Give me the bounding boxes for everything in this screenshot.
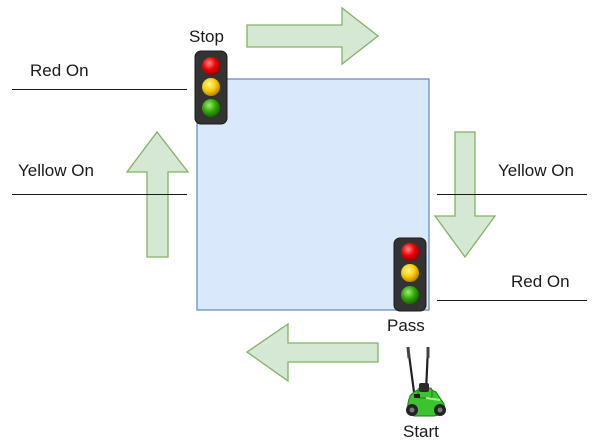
yellow-on-left-line	[12, 194, 187, 195]
yellow-light	[401, 264, 419, 282]
stop-label: Stop	[189, 27, 224, 46]
yellow-light	[202, 78, 220, 96]
stop-traffic-light	[194, 50, 228, 125]
yellow-on-left-label: Yellow On	[18, 161, 94, 180]
red-on-left-line	[12, 89, 187, 90]
yellow-on-right-label: Yellow On	[498, 161, 574, 180]
pass-label: Pass	[387, 316, 425, 335]
robot-icon	[406, 346, 446, 417]
pass-traffic-light	[393, 237, 427, 312]
yellow-on-right-line	[437, 194, 587, 195]
red-on-right-line	[437, 300, 587, 301]
red-light	[202, 57, 220, 75]
red-on-right-label: Red On	[511, 272, 570, 291]
arrow-left	[245, 322, 379, 383]
track-square	[196, 78, 430, 311]
red-light	[401, 243, 419, 261]
green-light	[202, 99, 220, 117]
green-light	[401, 286, 419, 304]
red-on-left-label: Red On	[30, 61, 89, 80]
start-label: Start	[403, 422, 439, 441]
arrow-right	[246, 6, 380, 66]
